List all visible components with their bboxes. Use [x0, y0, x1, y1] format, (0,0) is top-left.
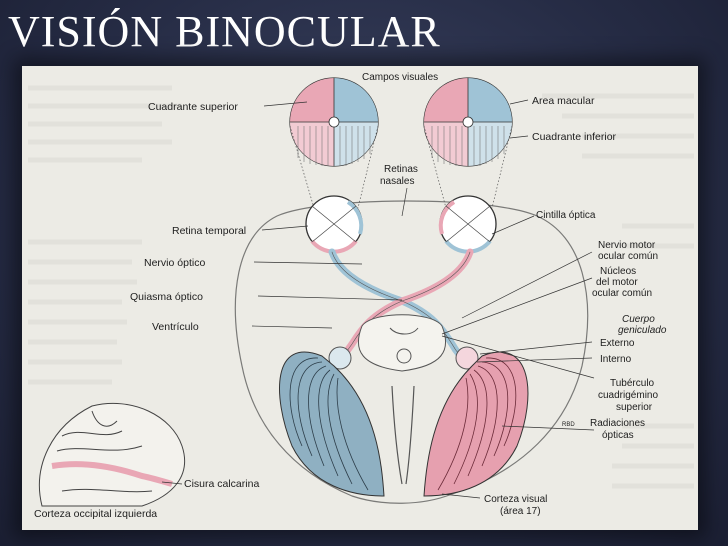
projection-lines — [289, 125, 513, 209]
label-tuberculo: Tubérculo — [610, 378, 655, 389]
label-cisura-calcarina: Cisura calcarina — [184, 478, 259, 490]
label-corteza-visual: Corteza visual — [484, 494, 547, 505]
left-optic-radiation — [279, 351, 385, 497]
label-del-motor: del motor — [596, 277, 638, 288]
label-externo: Externo — [600, 338, 635, 349]
label-ocular-comun-2: ocular común — [592, 288, 652, 299]
illustrator-signature: RBD — [562, 422, 575, 428]
label-quiasma-optico: Quiasma óptico — [130, 291, 203, 303]
label-nervio-optico: Nervio óptico — [144, 257, 205, 269]
label-nervio-motor: Nervio motor — [598, 240, 656, 251]
label-geniculado: geniculado — [618, 325, 667, 336]
label-ocular-comun-1: ocular común — [598, 251, 658, 262]
label-ventriculo: Ventrículo — [152, 321, 199, 333]
slide-title: VISIÓN BINOCULAR — [8, 7, 441, 56]
label-superior: superior — [616, 402, 653, 413]
label-area-macular: Area macular — [532, 95, 595, 107]
label-cintilla-optica: Cintilla óptica — [536, 210, 596, 221]
occipital-cortex-inset — [38, 402, 186, 507]
label-interno: Interno — [600, 354, 632, 365]
anatomy-figure: Campos visuales Cuadrante superior Area … — [22, 66, 698, 530]
midbrain — [328, 314, 479, 485]
label-radiaciones: Radiaciones — [590, 418, 645, 429]
left-visual-field — [289, 77, 379, 167]
label-retinas: Retinas — [384, 164, 418, 175]
label-cuadrigemino: cuadrigémino — [598, 390, 658, 401]
right-eye — [438, 195, 497, 254]
right-visual-field — [423, 77, 513, 167]
right-optic-radiation — [423, 351, 529, 497]
label-opticas: ópticas — [602, 430, 634, 441]
label-retina-temporal: Retina temporal — [172, 225, 246, 237]
label-nasales: nasales — [380, 176, 414, 187]
visual-pathway-diagram: Campos visuales Cuadrante superior Area … — [22, 66, 698, 530]
left-eye — [305, 195, 364, 254]
leader-lines — [161, 99, 595, 499]
label-corteza-occipital: Corteza occipital izquierda — [34, 508, 157, 520]
label-nucleos: Núcleos — [600, 266, 636, 277]
label-cuadrante-superior: Cuadrante superior — [148, 101, 238, 113]
label-cuadrante-inferior: Cuadrante inferior — [532, 131, 617, 143]
label-area-17: (área 17) — [500, 506, 541, 517]
label-campos-visuales: Campos visuales — [362, 72, 438, 83]
label-cuerpo: Cuerpo — [622, 314, 655, 325]
